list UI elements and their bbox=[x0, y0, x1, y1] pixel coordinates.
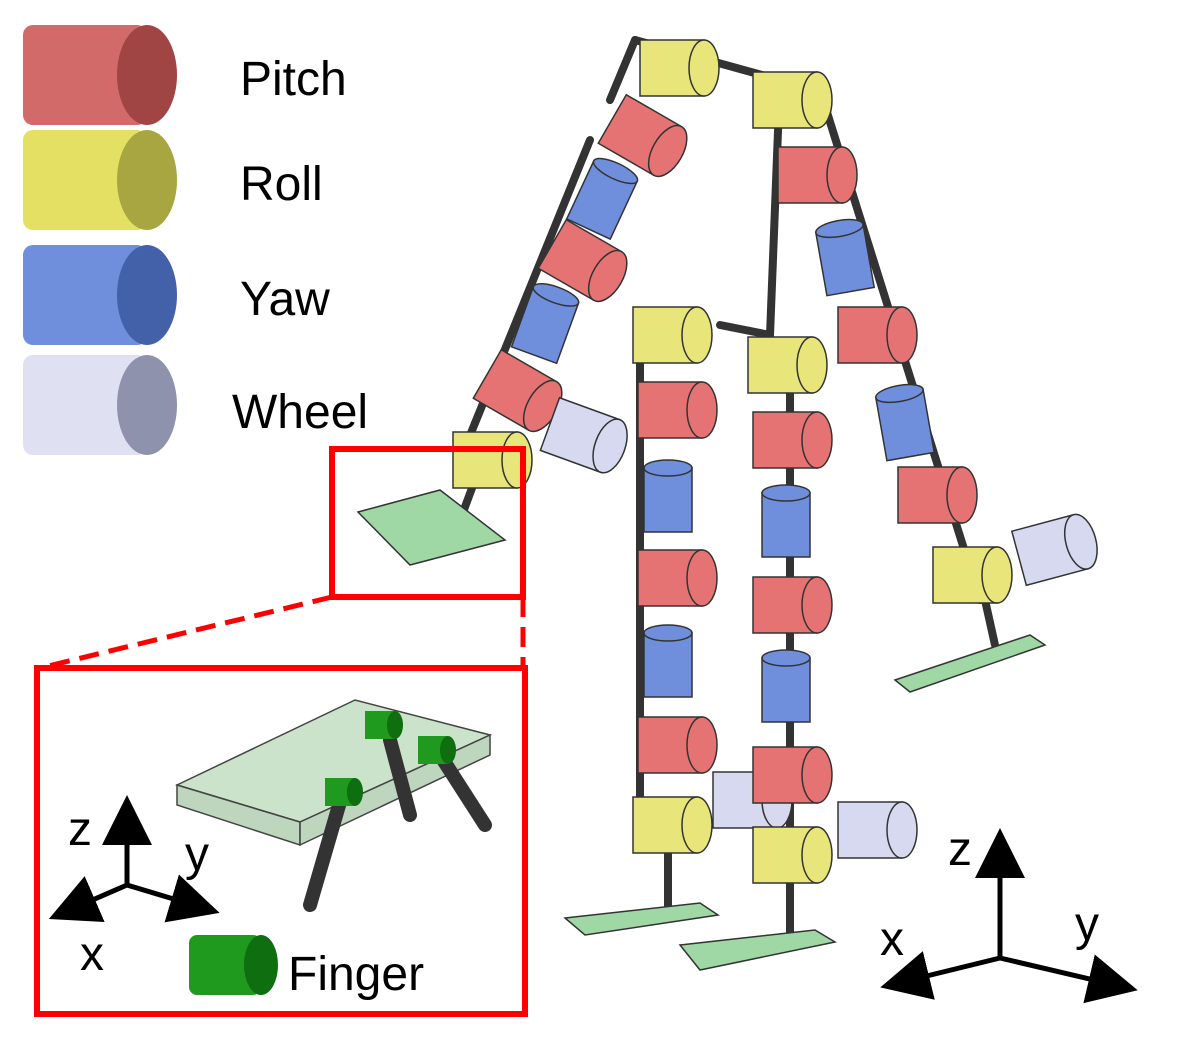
main-axis-y-label: y bbox=[1075, 898, 1099, 951]
main-axis-z-label: z bbox=[948, 823, 972, 876]
zoom-highlight bbox=[39, 446, 526, 671]
legend-item-yaw: Yaw bbox=[23, 245, 330, 345]
pitch-joint bbox=[837, 306, 918, 364]
inset-axes bbox=[48, 795, 220, 923]
pitch-joint bbox=[752, 746, 833, 804]
yaw-joint bbox=[643, 624, 693, 698]
inset-frame bbox=[34, 665, 528, 1017]
main-axes: z y x bbox=[880, 823, 1138, 1004]
left-foot-plate bbox=[563, 902, 721, 936]
inset-finger-rods bbox=[303, 733, 492, 912]
yaw-joint bbox=[643, 459, 693, 533]
pitch-joint bbox=[637, 716, 718, 774]
roll-joint bbox=[639, 39, 720, 97]
wheel-cylinder-icon bbox=[23, 355, 177, 455]
inset-axis-y-label: y bbox=[185, 828, 209, 881]
finger-legend-label: Finger bbox=[288, 948, 424, 1001]
right-arm bbox=[752, 71, 1104, 693]
main-axis-x-label: x bbox=[880, 913, 904, 966]
inset-axis-x-label: x bbox=[80, 928, 104, 981]
roll-joint bbox=[932, 546, 1013, 604]
yaw-cylinder-icon bbox=[23, 245, 177, 345]
finger-icon bbox=[325, 778, 363, 806]
inset-axis-z-label: z bbox=[68, 803, 92, 856]
yaw-joint bbox=[761, 484, 811, 558]
wheel-joint bbox=[1011, 510, 1104, 587]
yaw-joint bbox=[873, 380, 935, 462]
inset-panel: z y x Finger bbox=[34, 665, 528, 1017]
legend-item-pitch: Pitch bbox=[23, 25, 347, 125]
legend-label-roll: Roll bbox=[240, 158, 323, 211]
hip bbox=[632, 306, 828, 394]
zoom-connector-left bbox=[39, 594, 333, 671]
roll-cylinder-icon bbox=[23, 130, 177, 230]
left-arm bbox=[356, 39, 720, 566]
pitch-joint bbox=[897, 466, 978, 524]
finger-icon bbox=[365, 711, 403, 739]
legend-item-roll: Roll bbox=[23, 130, 323, 230]
left-hand-plate bbox=[356, 489, 507, 566]
right-hand-plate bbox=[893, 634, 1047, 693]
yaw-joint bbox=[510, 278, 582, 365]
finger-legend-icon bbox=[189, 935, 278, 995]
main-axis-y bbox=[999, 954, 1138, 1004]
roll-joint bbox=[752, 71, 833, 129]
yaw-joint bbox=[761, 649, 811, 723]
pitch-joint bbox=[637, 549, 718, 607]
wheel-joint bbox=[539, 396, 635, 479]
pitch-joint bbox=[752, 411, 833, 469]
left-leg bbox=[563, 381, 793, 936]
roll-joint bbox=[632, 796, 713, 854]
pitch-joint bbox=[752, 576, 833, 634]
pitch-joint bbox=[637, 381, 718, 439]
right-leg bbox=[678, 411, 918, 971]
roll-joint bbox=[747, 336, 828, 394]
legend-label-wheel: Wheel bbox=[232, 386, 368, 439]
right-foot-plate bbox=[678, 929, 838, 971]
roll-joint bbox=[752, 826, 833, 884]
legend-item-wheel: Wheel bbox=[23, 355, 368, 455]
wheel-joint bbox=[837, 801, 918, 859]
pitch-cylinder-icon bbox=[23, 25, 177, 125]
main-axis-x bbox=[880, 951, 1001, 1000]
finger-icon bbox=[418, 736, 456, 764]
legend-label-pitch: Pitch bbox=[240, 53, 347, 106]
hand-highlight-box bbox=[329, 446, 526, 600]
robot-model bbox=[356, 36, 1104, 971]
pitch-joint bbox=[777, 146, 858, 204]
legend-label-yaw: Yaw bbox=[240, 273, 330, 326]
inset-fingers bbox=[325, 711, 456, 806]
roll-joint bbox=[632, 306, 713, 364]
legend: Pitch Roll Yaw Wheel bbox=[23, 25, 368, 455]
